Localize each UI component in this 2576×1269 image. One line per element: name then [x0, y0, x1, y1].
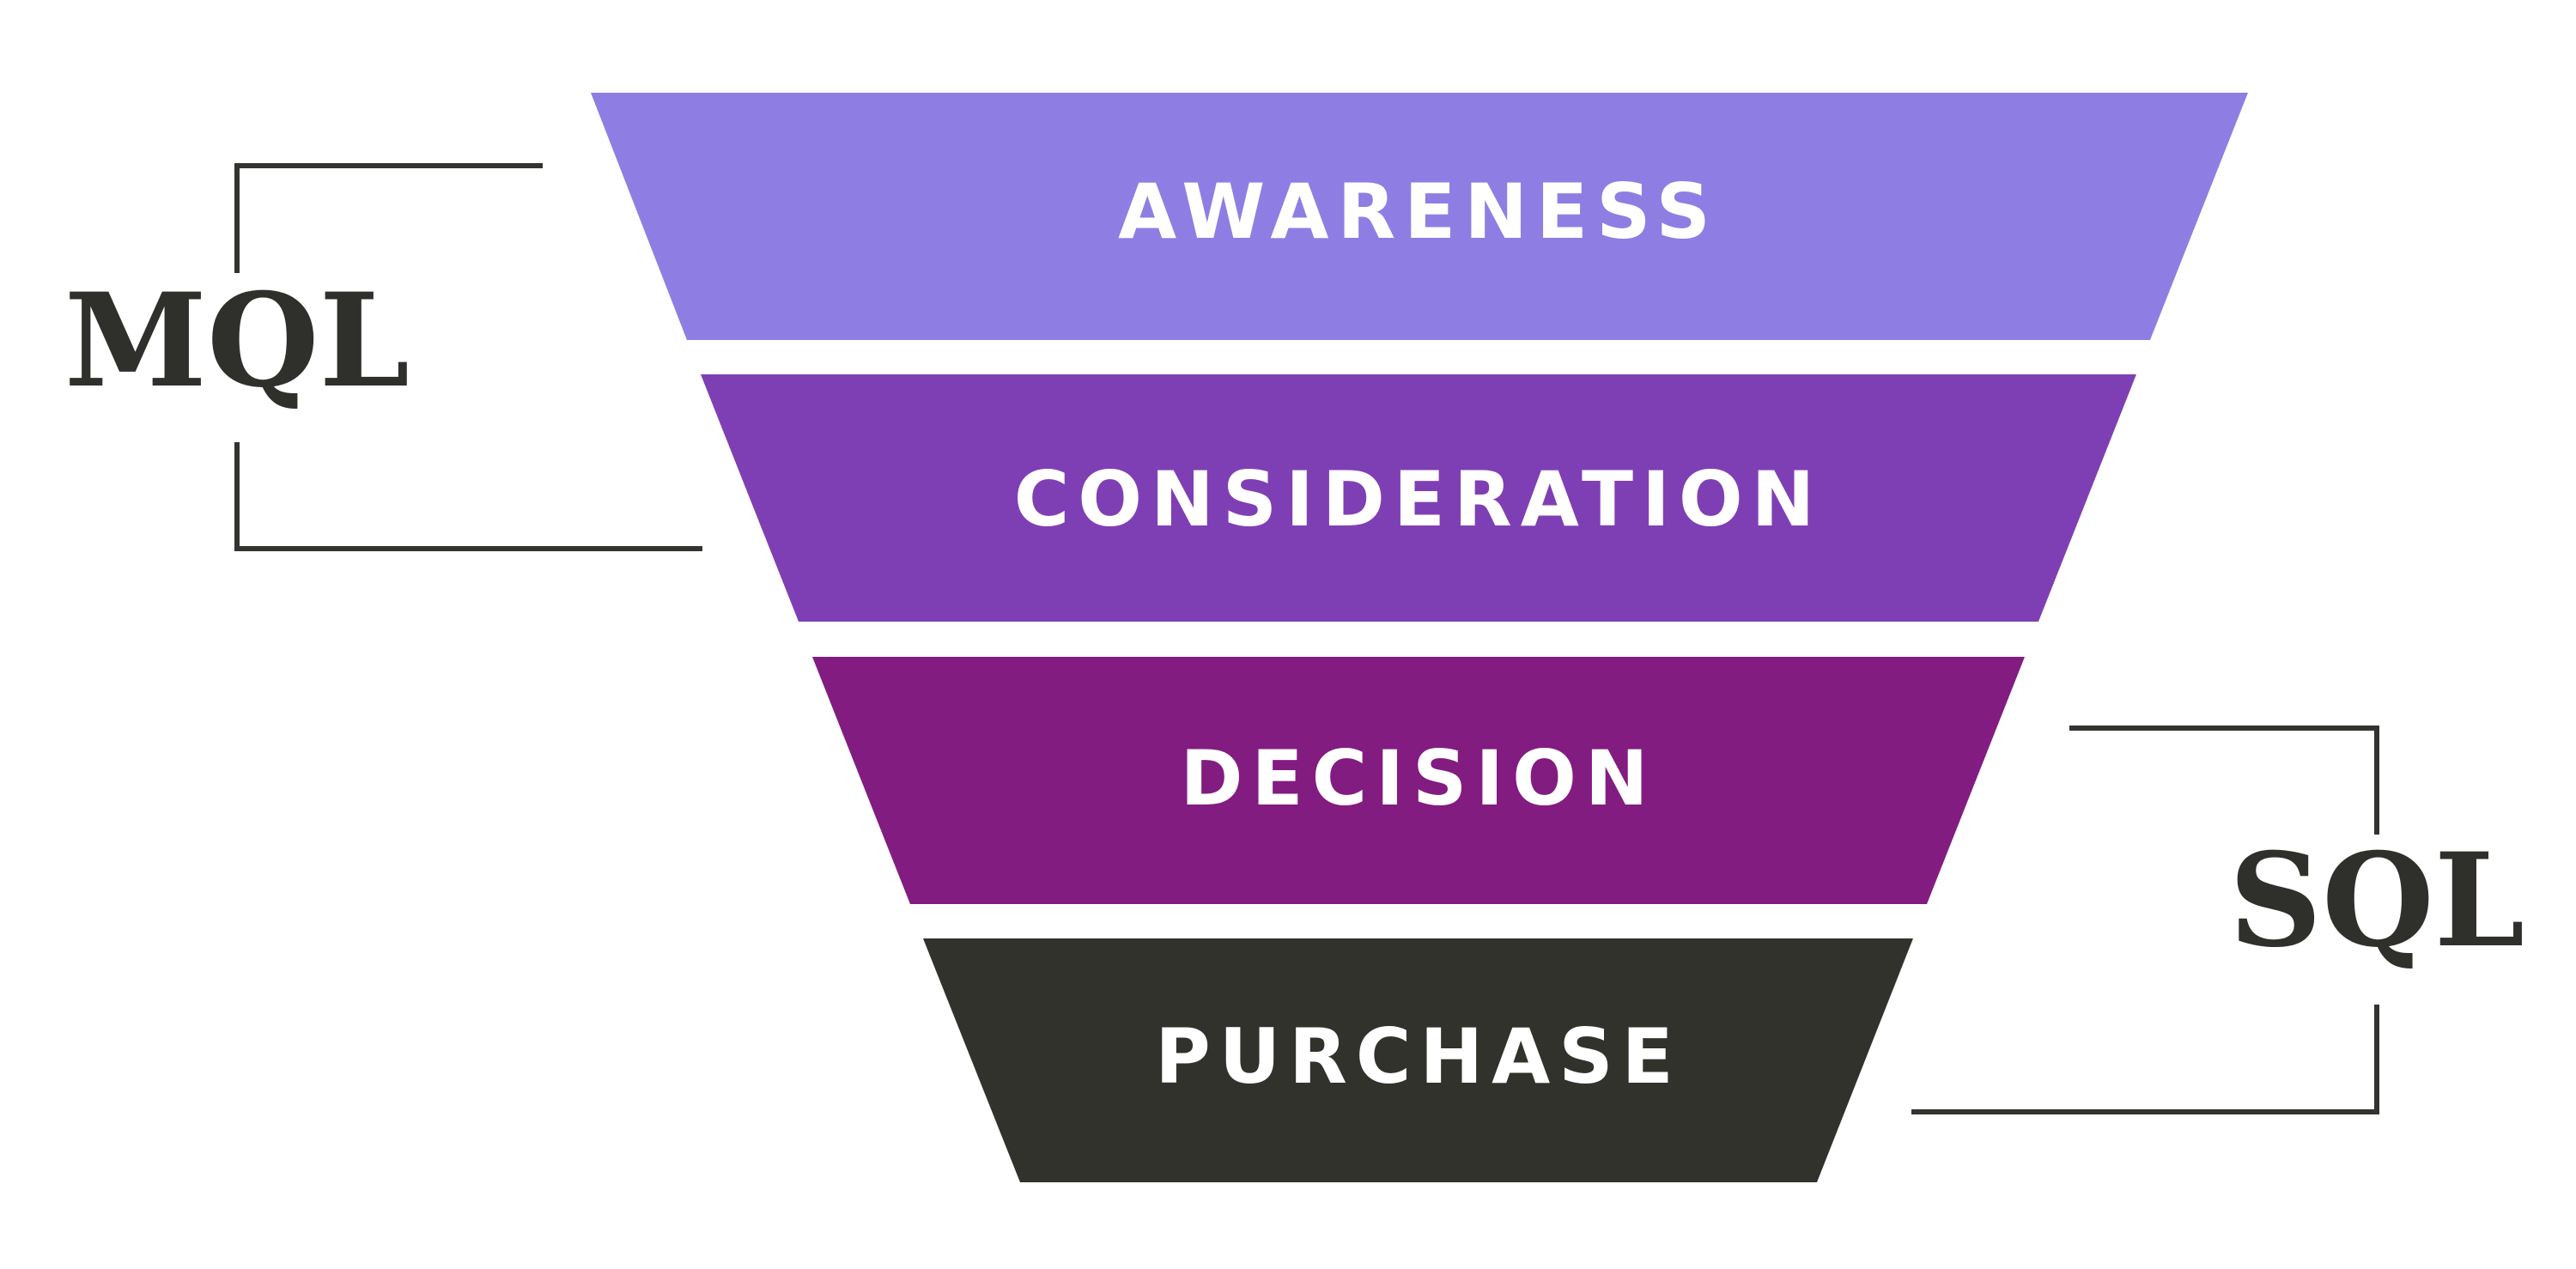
funnel-stage-consideration: CONSIDERATION — [701, 374, 2136, 622]
funnel-stage-decision: DECISION — [812, 657, 2025, 904]
funnel-stage-decision-label: DECISION — [1180, 734, 1656, 823]
mql-bracket-top — [234, 163, 543, 273]
funnel-stage-purchase-shape — [923, 938, 1913, 1182]
funnel-stage-consideration-shape — [701, 374, 2136, 622]
funnel-stage-decision-shape — [812, 657, 2025, 904]
sql-bracket-bottom — [1911, 1005, 2379, 1114]
mql-bracket-group: MQL — [64, 163, 702, 551]
funnel-stage-awareness: AWARENESS — [591, 93, 2248, 340]
funnel-stage-awareness-label: AWARENESS — [1118, 167, 1719, 256]
funnel-stage-purchase-label: PURCHASE — [1155, 1012, 1682, 1101]
sql-bracket-top — [2069, 726, 2379, 835]
mql-label: MQL — [64, 265, 410, 416]
sql-label: SQL — [2229, 825, 2524, 976]
funnel-stage-purchase: PURCHASE — [923, 938, 1913, 1182]
sql-bracket-group: SQL — [1911, 726, 2524, 1114]
funnel-stage-awareness-shape — [591, 93, 2248, 340]
mql-bracket-bottom — [234, 442, 702, 551]
funnel-stage-consideration-label: CONSIDERATION — [1014, 455, 1824, 543]
